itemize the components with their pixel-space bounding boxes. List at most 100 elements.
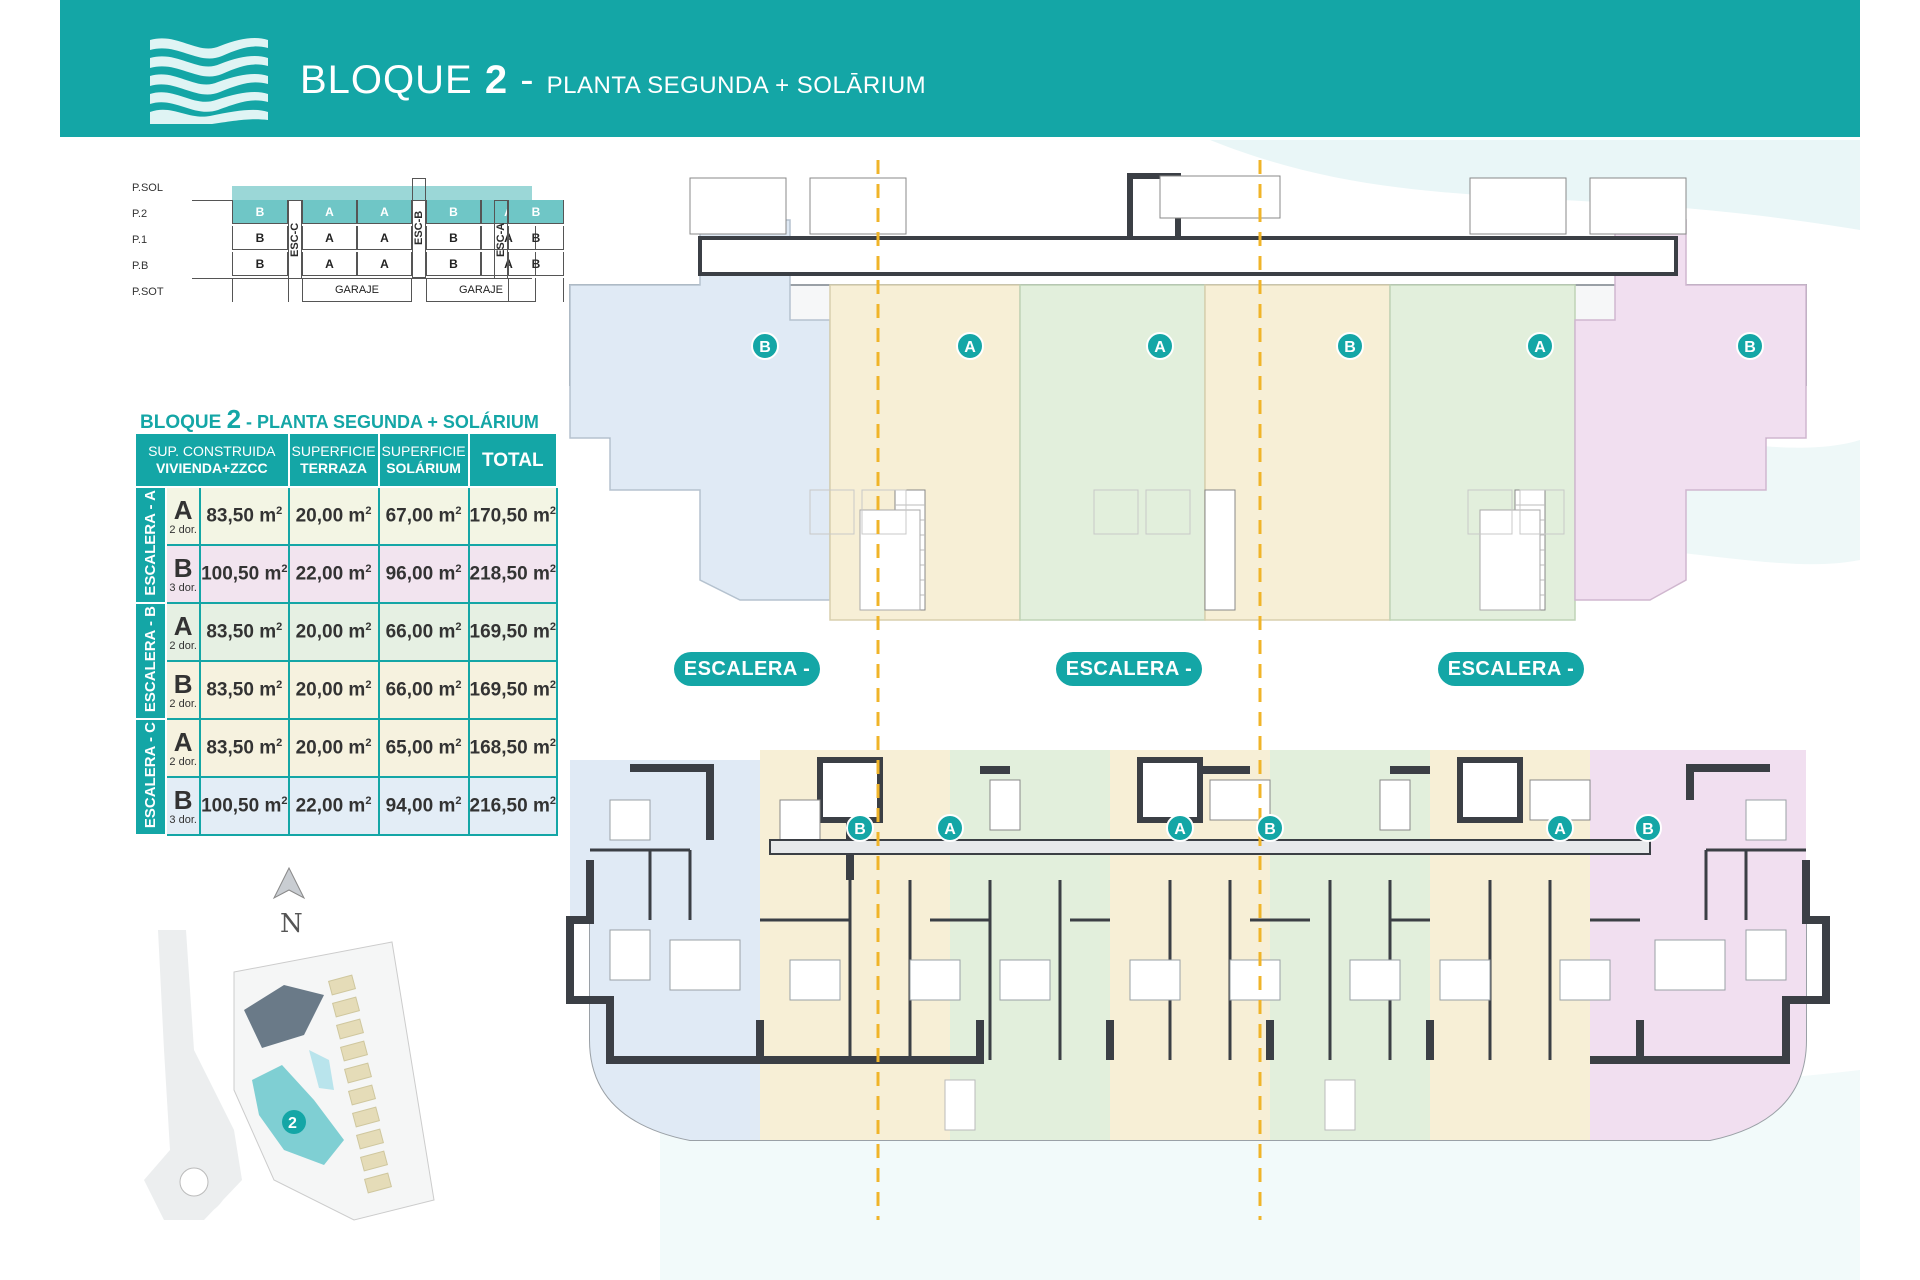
unit-label: m <box>348 505 366 527</box>
floor-unit-marker: A <box>1166 814 1194 842</box>
unit-type: B <box>173 669 193 699</box>
construida-cell: 83,50 m2 <box>199 602 290 662</box>
unit-cell: A <box>357 200 412 224</box>
total-cell: 216,50 m2 <box>467 776 559 836</box>
unit-exponent: 2 <box>365 620 372 633</box>
site-plan: N 2 <box>144 866 435 1221</box>
header-text: SUPERFICIE <box>291 443 376 459</box>
unit-type: B <box>173 553 193 583</box>
header-bar: BLOQUE 2 - PLANTA SEGUNDA + SOLĀRIUM <box>60 0 1860 137</box>
unit-marker-letter: A <box>944 821 956 838</box>
escalera-a-label: ESCALERA - A <box>1438 652 1584 714</box>
building-section-diagram: P.SOL P.2 P.1 P.B P.SOT B A A B A B A A … <box>132 178 552 308</box>
unit-exponent: 2 <box>549 620 556 633</box>
unit-marker-letter: B <box>1642 821 1654 838</box>
level-label: P.1 <box>132 234 148 246</box>
terraza-value: 20,00 <box>295 737 344 759</box>
level-label: P.2 <box>132 208 148 220</box>
unit-exponent: 2 <box>549 794 556 807</box>
garage-cell: GARAJE <box>302 278 412 302</box>
solarium-value: 65,00 <box>385 737 434 759</box>
unit-marker-letter: A <box>1174 821 1186 838</box>
unit-cell: A <box>302 226 357 250</box>
unit-label: m <box>532 679 550 701</box>
escalera-c-label: ESCALERA - C <box>674 652 820 714</box>
terraza-cell: 20,00 m2 <box>287 486 380 546</box>
unit-cell: B <box>426 226 481 250</box>
floor-unit-marker: A <box>1546 814 1574 842</box>
escalera-text: ESCALERA - <box>1447 658 1575 680</box>
escalera-letter: C <box>739 692 755 714</box>
stair-label: ESC-B <box>412 178 426 278</box>
north-label: N <box>280 909 303 939</box>
unit-label: m <box>264 563 282 585</box>
header-text: SOLÁRIUM <box>386 460 461 476</box>
unit-label: m <box>532 505 550 527</box>
unit-label: m <box>532 737 550 759</box>
terraza-value: 20,00 <box>295 621 344 643</box>
unit-type: A <box>173 611 193 641</box>
terraza-cell: 22,00 m2 <box>287 776 380 836</box>
total-value: 169,50 <box>469 679 528 701</box>
unit-dorms: 3 dor. <box>169 582 197 594</box>
unit-dorms: 3 dor. <box>169 814 197 826</box>
solarium-cell: 67,00 m2 <box>377 486 470 546</box>
unit-label: m <box>264 795 282 817</box>
escalera-cell: ESCALERA - A <box>133 486 168 604</box>
unit-exponent: 2 <box>276 736 283 749</box>
total-value: 168,50 <box>469 737 528 759</box>
unit-exponent: 2 <box>549 562 556 575</box>
stair-divider-lines <box>876 160 1262 1220</box>
unit-cell: B <box>508 252 564 276</box>
header-text: SUPERFICIE <box>381 443 466 459</box>
floor-unit-marker: B <box>846 814 874 842</box>
construida-cell: 83,50 m2 <box>199 660 290 720</box>
unit-cell: A <box>302 200 357 224</box>
escalera-text: ESCALERA - A <box>142 490 160 596</box>
unit-cell: B <box>508 226 564 250</box>
unit-exponent: 2 <box>365 794 372 807</box>
unit-label: m <box>438 679 456 701</box>
unit-label: m <box>438 621 456 643</box>
header-text: VIVIENDA+ZZCC <box>155 460 268 476</box>
unit-cell: A <box>357 226 412 250</box>
unit-exponent: 2 <box>455 620 462 633</box>
escalera-cell: ESCALERA - C <box>133 718 168 836</box>
unit-dorms: 2 dor. <box>169 756 197 768</box>
escalera-text: ESCALERA - C <box>142 721 160 829</box>
solarium-cell: 65,00 m2 <box>377 718 470 778</box>
unit-marker-letter: A <box>964 339 976 356</box>
terraza-value: 20,00 <box>295 679 344 701</box>
unit-exponent: 2 <box>549 678 556 691</box>
construida-value: 100,50 <box>201 563 260 585</box>
solarium-value: 66,00 <box>385 621 434 643</box>
unit-marker-letter: A <box>1554 821 1566 838</box>
unit-type: A <box>173 495 193 525</box>
construida-cell: 83,50 m2 <box>199 486 290 546</box>
construida-value: 83,50 <box>206 621 254 643</box>
construida-value: 83,50 <box>206 737 254 759</box>
unit-label: m <box>259 679 277 701</box>
total-cell: 169,50 m2 <box>467 660 559 720</box>
unit-cell: B <box>508 200 564 224</box>
construida-value: 83,50 <box>206 505 254 527</box>
unit-exponent: 2 <box>549 504 556 517</box>
unit-label: m <box>438 737 456 759</box>
north-arrow-icon <box>272 866 306 900</box>
solarium-unit-marker: A <box>1526 332 1554 360</box>
unit-exponent: 2 <box>276 620 283 633</box>
escalera-text: ESCALERA - B <box>142 605 160 713</box>
level-label: P.SOT <box>132 286 164 298</box>
unit-marker-letter: A <box>1534 339 1546 356</box>
unit-exponent: 2 <box>276 678 283 691</box>
title-separator: - <box>508 58 547 102</box>
unit-type: B <box>173 785 193 815</box>
